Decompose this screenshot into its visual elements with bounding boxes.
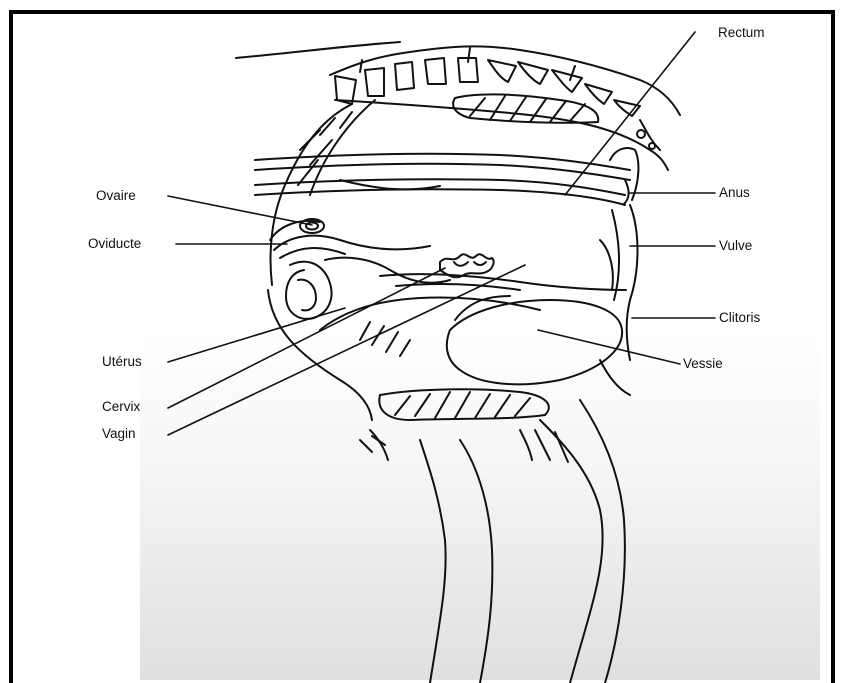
label-vessie: Vessie <box>683 356 723 371</box>
ovary-oviduct <box>270 219 430 258</box>
cervix-squiggle <box>440 254 494 277</box>
label-vulve: Vulve <box>719 238 752 253</box>
rectum-shape <box>453 94 598 122</box>
label-clitoris: Clitoris <box>719 310 760 325</box>
label-ovaire: Ovaire <box>96 188 136 203</box>
leader-cervix <box>168 268 445 408</box>
leader-vessie <box>538 330 680 364</box>
label-vagin: Vagin <box>102 426 136 441</box>
label-oviducte: Oviducte <box>88 236 141 251</box>
leader-vagin <box>168 265 525 435</box>
label-cervix: Cervix <box>102 399 140 414</box>
anus-structure <box>610 148 638 360</box>
leader-uterus <box>168 308 345 362</box>
label-uterus: Utérus <box>102 354 142 369</box>
pelvic-band <box>255 154 630 205</box>
hatched-regions <box>360 322 549 460</box>
lower-tail <box>420 360 630 683</box>
label-anus: Anus <box>719 185 750 200</box>
label-rectum: Rectum <box>718 25 765 40</box>
body-outline <box>268 100 375 420</box>
leader-lines <box>168 32 715 435</box>
leader-ovaire <box>168 196 312 225</box>
